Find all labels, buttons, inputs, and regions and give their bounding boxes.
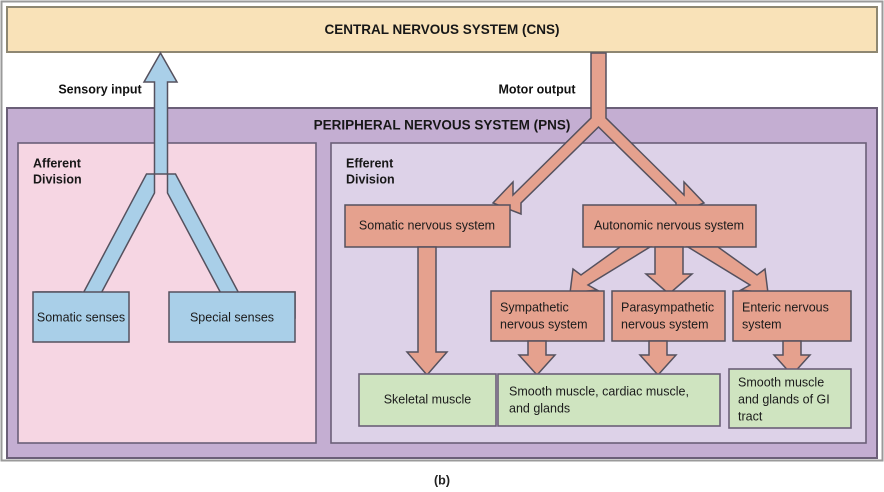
arrow-autonomic-to-parasympathetic xyxy=(643,246,695,295)
afferent-box-somatic-senses xyxy=(32,291,130,343)
cns-banner xyxy=(6,6,878,53)
pns-title: PERIPHERAL NERVOUS SYSTEM (PNS) xyxy=(314,118,571,133)
arrow-enteric-to-target xyxy=(772,340,812,377)
target-box-smooth-cardiac-glands-line2: and glands xyxy=(509,401,570,415)
target-box-smooth-cardiac-glands-line1: Smooth muscle, cardiac muscle, xyxy=(509,384,689,398)
arrow-parasympathetic-to-target xyxy=(638,340,678,377)
afferent-box-special-senses xyxy=(168,291,296,343)
efferent-box-parasympathetic-line2: nervous system xyxy=(621,317,709,331)
cns-title: CENTRAL NERVOUS SYSTEM (CNS) xyxy=(324,22,559,37)
figure-caption: (b) xyxy=(434,473,450,487)
sensory-input-label: Sensory input xyxy=(58,82,142,96)
afferent-title-line1: Afferent xyxy=(33,156,82,170)
arrow-somatic-to-skeletal xyxy=(405,246,449,377)
efferent-title-line2: Division xyxy=(346,172,395,186)
efferent-box-sympathetic xyxy=(490,290,605,342)
target-box-smooth-glands-gi-line1: Smooth muscle xyxy=(738,375,824,389)
target-box-smooth-glands-gi xyxy=(728,368,852,429)
efferent-box-enteric-line2: system xyxy=(742,317,782,331)
efferent-box-parasympathetic xyxy=(611,290,726,342)
target-box-smooth-cardiac-glands xyxy=(497,373,721,427)
efferent-box-somatic-nervous-system-label: Somatic nervous system xyxy=(359,218,495,232)
target-box-skeletal-muscle xyxy=(358,373,497,427)
efferent-box-enteric xyxy=(732,290,852,342)
target-box-smooth-glands-gi-line3: tract xyxy=(738,409,763,423)
efferent-box-parasympathetic-line1: Parasympathetic xyxy=(621,300,714,314)
efferent-box-autonomic-nervous-system-label: Autonomic nervous system xyxy=(594,218,744,232)
efferent-box-enteric-line1: Enteric nervous xyxy=(742,300,829,314)
efferent-box-autonomic-nervous-system xyxy=(582,204,757,248)
arrow-autonomic-to-enteric xyxy=(685,246,769,294)
target-box-skeletal-muscle-line1: Skeletal muscle xyxy=(384,392,472,406)
afferent-title-line2: Division xyxy=(33,172,82,186)
sensory-input-arrow xyxy=(35,51,296,332)
afferent-box-somatic-senses-label: Somatic senses xyxy=(37,310,125,324)
arrow-sympathetic-to-target xyxy=(517,340,557,377)
afferent-box-special-senses-label: Special senses xyxy=(190,310,274,324)
target-box-smooth-glands-gi-line2: and glands of GI xyxy=(738,392,830,406)
efferent-title-line1: Efferent xyxy=(346,156,394,170)
efferent-box-sympathetic-line1: Sympathetic xyxy=(500,300,569,314)
efferent-box-somatic-nervous-system xyxy=(344,204,511,248)
motor-output-label: Motor output xyxy=(498,82,576,96)
efferent-box-sympathetic-line2: nervous system xyxy=(500,317,588,331)
motor-output-arrow xyxy=(491,52,706,216)
